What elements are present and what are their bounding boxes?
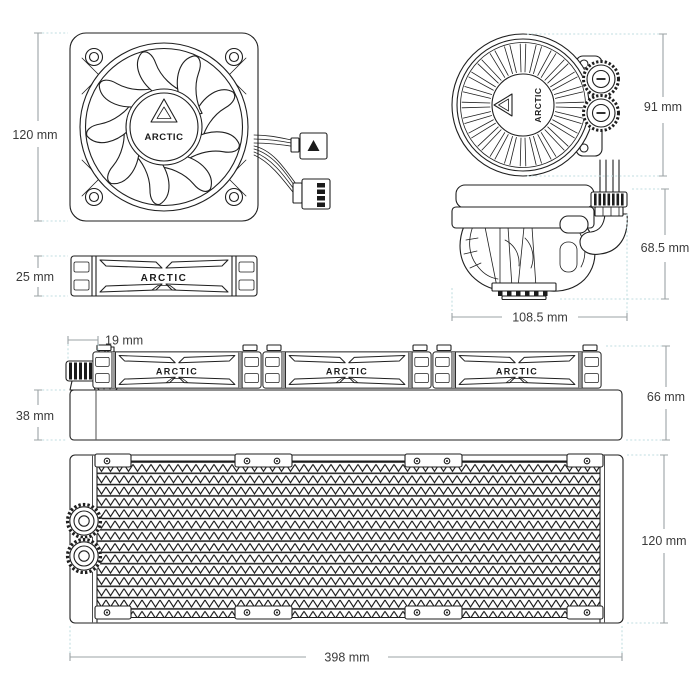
dim-pump-top-height: 91 mm xyxy=(527,33,682,177)
dim-fan-side-thickness: 25 mm xyxy=(16,255,68,297)
pump-fitting xyxy=(590,191,628,217)
pump-fan-spokes xyxy=(461,43,585,167)
radiator-mount-tabs-bottom xyxy=(94,605,604,620)
radiator-front-view xyxy=(65,453,624,624)
fan-side-view xyxy=(70,255,258,297)
pump-hose-elbow xyxy=(579,213,628,255)
dim-radiator-core-thickness: 38 mm xyxy=(16,389,66,441)
dim-pump-top-height-label: 91 mm xyxy=(644,100,682,114)
pump-body xyxy=(459,225,596,301)
pwm-splitter-connector xyxy=(299,132,328,160)
radiator-mount-tabs-top xyxy=(94,453,604,468)
radiator-fans-side-view xyxy=(65,344,623,441)
fan-front-view: ARCTIC xyxy=(69,32,331,222)
radiator-fins xyxy=(97,461,600,618)
radiator-fan-2 xyxy=(262,344,432,389)
dim-assembly-total-height: 66 mm xyxy=(606,345,685,441)
arctic-logo-fan-hub: ARCTIC xyxy=(145,98,184,143)
pump-top-brand-label: ARCTIC xyxy=(533,87,543,122)
dim-radiator-height-label: 120 mm xyxy=(641,534,686,548)
fan-mounting-holes xyxy=(84,47,244,207)
arctic-logo-pump-top: ARCTIC xyxy=(493,87,543,123)
dim-pump-side-width-label: 108.5 mm xyxy=(512,311,568,325)
fan-hub-brand-label: ARCTIC xyxy=(145,132,184,143)
dim-radiator-height: 120 mm xyxy=(627,454,687,624)
radiator-side-body xyxy=(69,389,623,441)
pump-top-view: ARCTIC xyxy=(451,33,620,177)
fan-cables xyxy=(253,132,331,210)
dim-fan-front-width-label: 120 mm xyxy=(12,128,57,142)
dim-radiator-fitting-offset-label: 19 mm xyxy=(105,334,143,348)
dim-pump-side-height: 68.5 mm xyxy=(560,188,690,300)
pump-side-view xyxy=(451,159,628,301)
dim-radiator-fitting-offset: 19 mm xyxy=(67,334,143,360)
dim-fan-front-width: 120 mm xyxy=(12,32,68,222)
four-pin-connector xyxy=(301,178,331,210)
radiator-front-fittings xyxy=(65,502,103,575)
dim-assembly-total-height-label: 66 mm xyxy=(647,390,685,404)
dim-radiator-core-thickness-label: 38 mm xyxy=(16,409,54,423)
dim-pump-side-height-label: 68.5 mm xyxy=(641,241,690,255)
radiator-fan-3 xyxy=(432,344,602,389)
pump-top-fittings xyxy=(582,60,620,132)
dim-fan-side-thickness-label: 25 mm xyxy=(16,270,54,284)
dim-radiator-length: 398 mm xyxy=(69,626,623,665)
dim-pump-side-width: 108.5 mm xyxy=(451,214,628,325)
radiator-fan-1 xyxy=(92,344,262,389)
dim-radiator-length-label: 398 mm xyxy=(324,651,369,665)
